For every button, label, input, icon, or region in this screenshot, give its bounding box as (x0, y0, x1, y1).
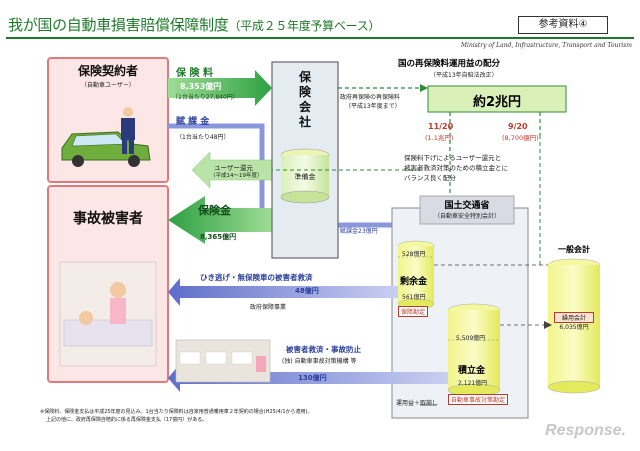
split-left-amount: (1.1兆円) (425, 134, 454, 142)
general-amount: 6,035億円 (559, 324, 589, 331)
car-icon (61, 131, 151, 167)
ministry-name: Ministry of Land, Infrastructure, Transp… (460, 42, 632, 49)
general-label: 繰用会計 (554, 312, 594, 323)
premium-amount: 8,353億円 (180, 82, 222, 91)
hitrun-amount: 48億円 (295, 287, 319, 295)
victim-title: 事故被害者 (73, 211, 143, 227)
alloc-text-2: 被害者救済対策のための積立金とに (404, 164, 508, 172)
relief-label: 被害者救済・事故防止 (286, 345, 361, 354)
split-right-ratio: 9/20 (508, 122, 528, 131)
user-return-arrow (191, 151, 273, 189)
levy-label: 賦 課 金 (176, 117, 210, 127)
accumulation-cylinder (448, 310, 500, 390)
page-title: 我が国の自動車損害賠償保障制度（平成２５年度予算ベース） (8, 16, 381, 34)
nurse-figure (110, 282, 126, 298)
reinsurance-alloc-amount: 約2兆円 (472, 95, 522, 110)
general-title: 一般会計 (558, 245, 590, 254)
reinsurance-amount-box (427, 85, 567, 113)
accum-amount: 2,121億円 (458, 380, 488, 387)
accum-value: 5,509億円 (456, 335, 486, 342)
surplus-name: 剰余金 (400, 277, 428, 287)
watermark: Response. (545, 422, 626, 439)
accum-name: 積立金 (458, 366, 486, 376)
alloc-text-3: バランス良く配分 (404, 174, 456, 182)
hitrun-arrow (168, 278, 398, 306)
reserve-cylinder (281, 155, 329, 197)
footnote-2: 上記の他に、政府再保険自賠的に係る再保険金支払（17億円）がある。 (46, 417, 208, 423)
relief-org: (独) 自動車事故対策機構 等 (282, 358, 357, 365)
mlit-sub: （自動車安全特別会計） (433, 213, 500, 220)
levy-note: （1台当たり48円） (176, 134, 230, 141)
footnote-1: ※保険料、保険金支払は平成25年度の見込み。1台当たり保険料は自家用普通乗用車２… (40, 409, 313, 415)
premium-note: （1台当たり27,840円） (172, 94, 239, 101)
hitrun-label: ひき逃げ・無保険車の被害者救済 (200, 273, 313, 282)
patient-figure (79, 311, 93, 325)
page-subtitle: （平成２５年度予算ベース） (228, 19, 381, 33)
hospital-photo (59, 261, 157, 367)
user-return-line1: ユーザー還元 (214, 164, 253, 172)
surplus-tag: 保障勘定 (398, 306, 429, 317)
policyholder-sub: （自動車ユーザー） (81, 82, 135, 89)
accum-tag: 自動車事故対策勘定 (448, 394, 509, 405)
reference-label: 参考資料④ (518, 16, 608, 34)
payout-arrow (168, 196, 272, 244)
user-return-line2: （平成14〜19年度） (210, 173, 263, 179)
alloc-text-1: 保険料下げによるユーザー還元と (404, 154, 502, 162)
mlit-title: 国土交通省 (444, 201, 490, 211)
surplus-cylinder (398, 246, 434, 304)
payout-label: 保険金 (198, 204, 231, 217)
surplus-amount: 561億円 (402, 294, 426, 301)
general-account-cylinder (548, 265, 600, 387)
mlit-title-box (419, 195, 515, 225)
insurer-title: 保険会社 (298, 70, 311, 129)
reinsurance-alloc-title: 国の再保険料運用益の配分 (398, 59, 501, 69)
premium-label: 保 険 料 (176, 68, 213, 79)
reinsurance-line1: 政府再保険の再保険料 (340, 94, 401, 101)
split-left-ratio: 11/20 (428, 122, 454, 131)
reserve-label: 準備金 (294, 173, 316, 181)
relief-arrow (168, 364, 448, 392)
title-rule (6, 37, 634, 39)
reinsurance-alloc-note: （平成13年自賠法改正） (430, 72, 498, 79)
split-right-amount: (8,700億円) (502, 134, 539, 142)
hitrun-program: 政府保障事業 (250, 304, 287, 311)
policyholder-title: 保険契約者 (77, 64, 138, 78)
payout-amount: 8,365億円 (200, 233, 237, 241)
premium-arrow (168, 70, 272, 106)
relief-amount: 130億円 (298, 374, 327, 382)
operation-label: 運用益＋取崩し (396, 400, 439, 407)
surplus-value: 528億円 (402, 251, 426, 258)
levy-transfer: 賦課金23億円 (340, 228, 378, 235)
person-icon (121, 107, 135, 154)
reinsurance-line2: （平成13年度まで） (345, 103, 401, 110)
